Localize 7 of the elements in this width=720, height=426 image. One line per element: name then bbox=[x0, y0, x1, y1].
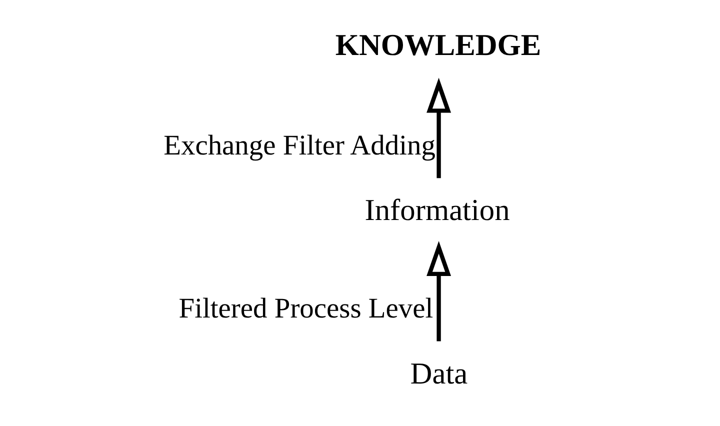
node-text: Data bbox=[410, 356, 468, 390]
edge-label: Filtered Process Level bbox=[178, 294, 433, 325]
node-text: Information bbox=[364, 193, 510, 228]
node-text: KNOWLEDGE bbox=[334, 28, 541, 62]
arrow bbox=[426, 78, 451, 178]
arrow bbox=[426, 241, 451, 342]
edge-label: Exchange Filter Adding bbox=[163, 130, 435, 162]
